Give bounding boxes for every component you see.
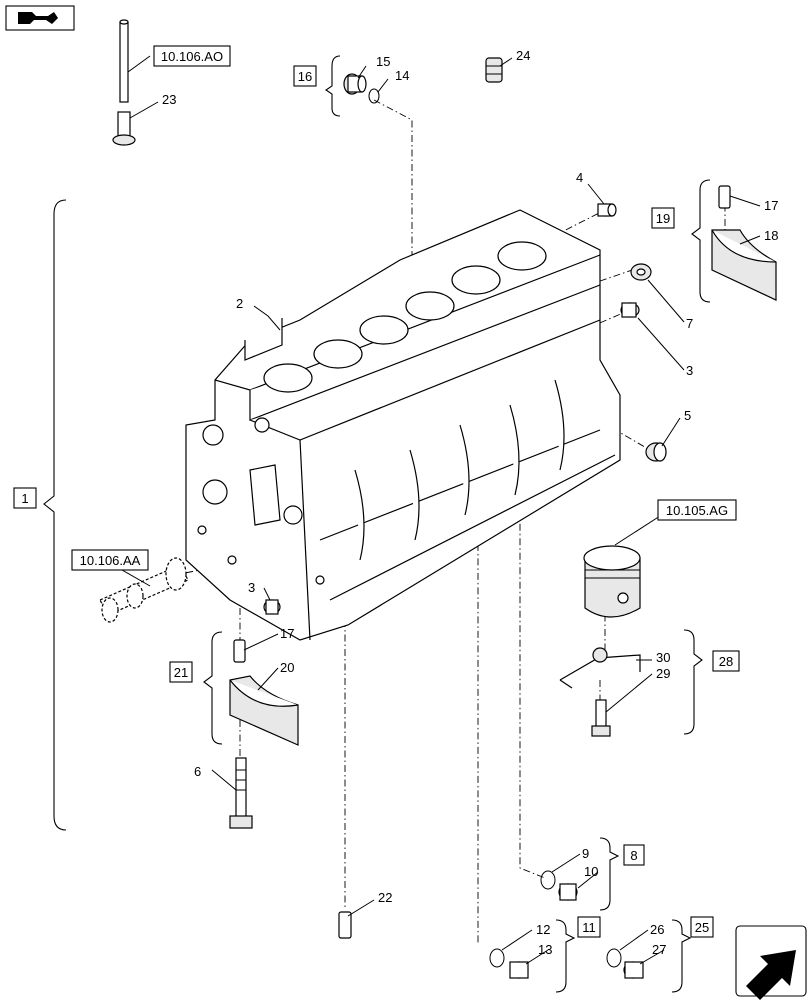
plug-part-24: [485, 57, 503, 83]
dowel-part-17-lower: [233, 639, 246, 663]
plug-part-10: [558, 883, 578, 901]
callout-10: 10: [584, 864, 598, 879]
svg-text:11: 11: [582, 920, 596, 935]
engine-block: [185, 209, 621, 641]
group-box-1[interactable]: 1: [13, 487, 37, 509]
callout-17-upper: 17: [764, 198, 778, 213]
callout-30: 30: [656, 650, 670, 665]
callout-23: 23: [162, 92, 176, 107]
group-box-25[interactable]: 25: [690, 916, 714, 938]
piston-part: [583, 545, 641, 618]
callout-20: 20: [280, 660, 294, 675]
callout-4: 4: [576, 170, 583, 185]
group-brackets: [43, 55, 711, 993]
callout-3-lower: 3: [248, 580, 255, 595]
callout-5: 5: [684, 408, 691, 423]
back-arrow-icon[interactable]: [5, 5, 75, 31]
bolt-part-29: [591, 699, 611, 737]
bushing-part-3-lower: [263, 599, 281, 615]
callout-labels: 15 14 24 23 4 2 17 18 7 3 5 3 17 20 6 30…: [162, 48, 778, 957]
dowel-part-17-upper: [718, 185, 731, 209]
callout-15: 15: [376, 54, 390, 69]
cooling-nozzle-part-30: [559, 647, 641, 689]
group-box-28[interactable]: 28: [712, 650, 740, 672]
group-box-11[interactable]: 11: [577, 916, 601, 938]
group-box-16[interactable]: 16: [293, 65, 317, 87]
dowel-part-22: [338, 911, 352, 939]
group-box-8[interactable]: 8: [623, 844, 645, 866]
callout-13: 13: [538, 942, 552, 957]
group-box-21[interactable]: 21: [169, 661, 193, 683]
plug-part-27: [623, 961, 644, 979]
callout-14: 14: [395, 68, 409, 83]
svg-text:10.105.AG: 10.105.AG: [666, 503, 728, 518]
bushing-part-4: [597, 203, 617, 217]
callout-24: 24: [516, 48, 530, 63]
seal-ring-part-9: [540, 870, 556, 890]
callout-27: 27: [652, 942, 666, 957]
plug-part-5: [645, 442, 667, 462]
plug-part-13: [509, 961, 529, 979]
svg-text:1: 1: [21, 491, 28, 506]
bushing-part-7: [630, 263, 652, 281]
seal-ring-part-26: [606, 948, 622, 968]
callout-18: 18: [764, 228, 778, 243]
callout-2: 2: [236, 296, 243, 311]
callout-12: 12: [536, 922, 550, 937]
callout-26: 26: [650, 922, 664, 937]
callout-leaders: [121, 55, 761, 965]
bearing-cap-part-20: [229, 675, 299, 746]
callout-17-lower: 17: [280, 626, 294, 641]
bolt-part-6: [229, 757, 253, 829]
svg-text:25: 25: [695, 920, 709, 935]
svg-text:8: 8: [630, 848, 637, 863]
svg-text:28: 28: [719, 654, 733, 669]
tappet-part-23: [112, 111, 136, 146]
bearing-cap-part-18: [711, 229, 777, 301]
callout-6: 6: [194, 764, 201, 779]
seal-ring-part-14: [368, 88, 380, 104]
svg-text:21: 21: [174, 665, 188, 680]
pushrod-part: [119, 19, 129, 103]
camshaft-part: [99, 557, 189, 623]
bushing-part-3-upper: [620, 302, 640, 318]
reference-10-106-ao[interactable]: 10.106.AO: [153, 45, 231, 67]
seal-ring-part-12: [489, 948, 505, 968]
callout-29: 29: [656, 666, 670, 681]
reference-10-105-ag[interactable]: 10.105.AG: [657, 499, 737, 521]
callout-9: 9: [582, 846, 589, 861]
callout-3-upper: 3: [686, 363, 693, 378]
group-box-19[interactable]: 19: [651, 207, 675, 229]
svg-text:10.106.AO: 10.106.AO: [161, 49, 223, 64]
reference-10-106-aa[interactable]: 10.106.AA: [71, 549, 149, 571]
svg-text:19: 19: [656, 211, 670, 226]
callout-7: 7: [686, 316, 693, 331]
callout-22: 22: [378, 890, 392, 905]
plug-part-15: [343, 73, 367, 95]
svg-text:10.106.AA: 10.106.AA: [80, 553, 141, 568]
next-page-arrow-icon[interactable]: [735, 925, 807, 1000]
svg-text:16: 16: [298, 69, 312, 84]
